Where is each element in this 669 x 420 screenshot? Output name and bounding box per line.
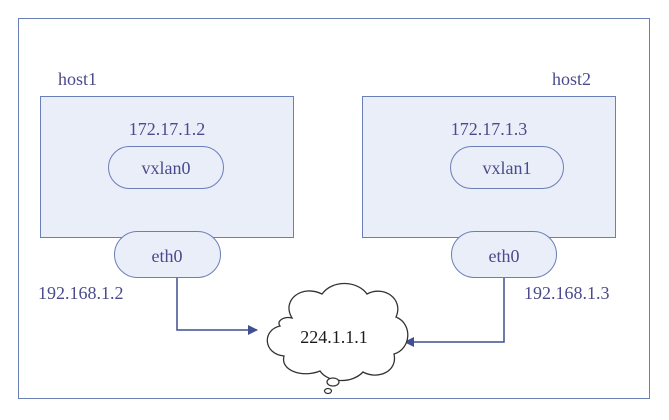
multicast-cloud (266, 282, 409, 395)
host2-to-multicast-arrow (404, 278, 505, 347)
host1-label: host1 (58, 69, 97, 89)
multicast-address: 224.1.1.1 (300, 327, 368, 347)
host2-ip: 172.17.1.3 (451, 119, 528, 139)
host1-eth-pill (114, 231, 221, 278)
host2-nic-ip: 192.168.1.3 (524, 283, 610, 303)
host2-vxlan-label: vxlan1 (483, 158, 532, 178)
host1-to-multicast-arrow (176, 278, 258, 335)
host1-vxlan-label: vxlan0 (142, 158, 191, 178)
host2-eth-label: eth0 (489, 246, 520, 266)
host2-label: host2 (552, 69, 591, 89)
host1-eth-label: eth0 (152, 246, 183, 266)
host1-vxlan-pill (108, 146, 224, 189)
host2-vxlan-pill (450, 146, 564, 189)
host1-nic-ip: 192.168.1.2 (38, 283, 124, 303)
host1-ip: 172.17.1.2 (129, 119, 206, 139)
host2-eth-pill (451, 231, 557, 278)
